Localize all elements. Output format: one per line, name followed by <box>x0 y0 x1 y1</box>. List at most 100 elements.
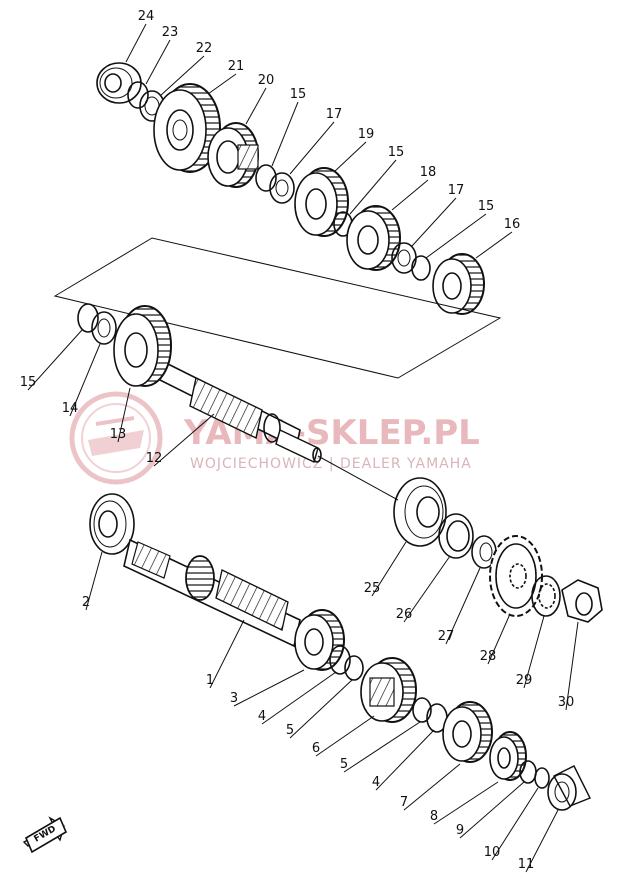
leader-p5a <box>289 679 353 739</box>
nut-30-icon <box>561 579 603 623</box>
bearing-25-icon <box>393 477 447 547</box>
gear-6-icon <box>360 657 417 723</box>
circlip-15d-icon <box>77 303 99 333</box>
part-label-26: 26 <box>396 607 413 622</box>
leader-p18 <box>391 179 429 211</box>
leader-p15c <box>425 213 487 259</box>
leader-p13 <box>117 387 131 443</box>
leader-p17b <box>411 197 457 247</box>
part-label-22: 22 <box>196 41 213 56</box>
part-label-10: 10 <box>484 845 501 860</box>
part-label-18: 18 <box>420 165 437 180</box>
gear-16-icon <box>432 253 485 315</box>
part-label-3: 3 <box>230 691 238 706</box>
leader-p15a <box>271 101 299 167</box>
part-label-8: 8 <box>430 809 438 824</box>
part-label-27: 27 <box>438 629 455 644</box>
washer-17a-icon <box>269 172 295 204</box>
leader-p20 <box>245 87 267 125</box>
sprocket-28-icon <box>489 535 543 617</box>
part-label-15: 15 <box>388 145 405 160</box>
alignment-line <box>317 455 399 501</box>
part-label-29: 29 <box>516 673 533 688</box>
leader-p26 <box>403 555 451 623</box>
leader-p14 <box>69 343 101 417</box>
leader-p7 <box>403 763 461 811</box>
subassembly-boundary <box>53 237 502 379</box>
gear-18-icon <box>346 205 401 271</box>
part-labels: 2423222120151719151817151615141312213456… <box>20 9 575 872</box>
part-label-4: 4 <box>258 709 266 724</box>
leader-p27 <box>445 567 481 645</box>
lock-washer-29-icon <box>531 575 561 617</box>
circlip-15c-icon <box>411 255 431 281</box>
part-label-17: 17 <box>326 107 343 122</box>
leader-p29 <box>523 615 545 689</box>
part-label-21: 21 <box>228 59 245 74</box>
leader-p15d <box>27 329 83 391</box>
part-label-6: 6 <box>312 741 320 756</box>
gear-13-icon <box>113 305 172 387</box>
part-label-2: 2 <box>82 595 90 610</box>
part-label-30: 30 <box>558 695 575 710</box>
drive-axle-1-icon <box>123 538 301 648</box>
part-label-12: 12 <box>146 451 163 466</box>
leader-p16 <box>475 231 513 259</box>
part-label-5: 5 <box>286 723 294 738</box>
main-axle-12-icon <box>155 358 322 463</box>
gear-7-icon <box>442 701 493 763</box>
drive-axle-assembly <box>89 493 591 811</box>
gear-8-icon <box>489 731 527 781</box>
part-label-19: 19 <box>358 127 375 142</box>
gear-20-icon <box>207 122 259 188</box>
part-label-15: 15 <box>478 199 495 214</box>
leader-p12 <box>153 413 215 467</box>
leader-lines <box>27 23 579 873</box>
part-label-11: 11 <box>518 857 535 872</box>
leader-p22 <box>159 55 205 97</box>
circlip-5b-icon <box>412 697 432 723</box>
upper-gear-cluster <box>96 62 485 315</box>
leader-p11 <box>525 809 559 873</box>
circlip-15a-icon <box>255 164 277 192</box>
bearing-2-icon <box>89 493 135 555</box>
leader-p25 <box>371 541 407 597</box>
part-label-15: 15 <box>20 375 37 390</box>
part-label-1: 1 <box>206 673 214 688</box>
leader-p6 <box>315 715 375 757</box>
part-label-17: 17 <box>448 183 465 198</box>
leader-p9 <box>459 781 525 839</box>
circlip-10-icon <box>534 767 550 789</box>
gear-21-icon <box>153 83 221 173</box>
main-axle-assembly <box>77 303 322 463</box>
part-label-5: 5 <box>340 757 348 772</box>
part-label-14: 14 <box>62 401 79 416</box>
bearing-11-icon <box>547 765 591 811</box>
leader-p4b <box>375 729 435 791</box>
part-label-13: 13 <box>110 427 127 442</box>
leader-p28 <box>487 613 511 665</box>
leader-p10 <box>491 787 539 861</box>
fwd-arrow-badge: FWD <box>22 816 68 854</box>
part-label-20: 20 <box>258 73 275 88</box>
leader-p17a <box>289 121 335 175</box>
output-side-assembly <box>393 477 603 623</box>
part-label-25: 25 <box>364 581 381 596</box>
part-label-23: 23 <box>162 25 179 40</box>
leader-p3 <box>233 669 305 707</box>
leader-p30 <box>565 621 579 711</box>
circlip-23-icon <box>127 81 149 109</box>
watermark-sub-text: WOJCIECHOWICZ | DEALER YAMAHA <box>190 456 472 472</box>
circlip-5a-icon <box>344 655 364 681</box>
part-label-15: 15 <box>290 87 307 102</box>
leader-p23 <box>145 39 171 85</box>
part-label-24: 24 <box>138 9 155 24</box>
oil-seal-26-icon <box>438 513 474 559</box>
leader-p2 <box>85 551 103 611</box>
part-label-9: 9 <box>456 823 464 838</box>
leader-p24 <box>125 23 147 63</box>
part-label-7: 7 <box>400 795 408 810</box>
washer-14-icon <box>91 311 117 345</box>
leader-p19 <box>333 141 367 173</box>
